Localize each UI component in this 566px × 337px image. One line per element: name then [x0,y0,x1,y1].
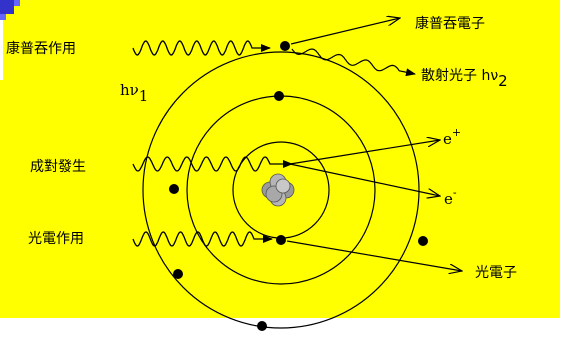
label-photoelectric-effect: 光電作用 [28,231,84,247]
electron-dot [276,235,286,245]
label-positron: e+ [443,126,461,148]
pair-photon-wave [132,156,293,172]
photoelectric-photon-wave [132,231,273,247]
photoelectron-arrow [286,240,462,271]
electron-dot [173,269,183,279]
nucleus [261,173,295,207]
electron-dot [169,184,179,194]
compton-photon-wave [132,40,271,56]
compton-electron-arrow [290,18,400,45]
bottom-white-strip [0,318,566,333]
outer-orbit [142,51,420,329]
electrons [169,41,428,331]
label-scattered-photon: 散射光子 hν2 [421,68,508,90]
electron-arrow [289,163,440,196]
label-electron: e- [444,186,457,208]
scattered-photon-wave [291,48,416,77]
label-pair-production: 成對發生 [30,159,86,175]
electron-dot [418,236,428,246]
electron-dot [257,321,267,331]
electron-dot [274,91,284,101]
positron-arrow [289,140,440,165]
label-photoelectron: 光電子 [475,265,517,281]
label-incident-photon: hν1 [120,81,148,105]
label-compton-effect: 康普吞作用 [6,40,76,57]
label-compton-electron: 康普吞電子 [415,15,485,32]
electron-dot [280,41,290,51]
corner-decoration [0,0,20,80]
right-white-strip [560,0,566,333]
